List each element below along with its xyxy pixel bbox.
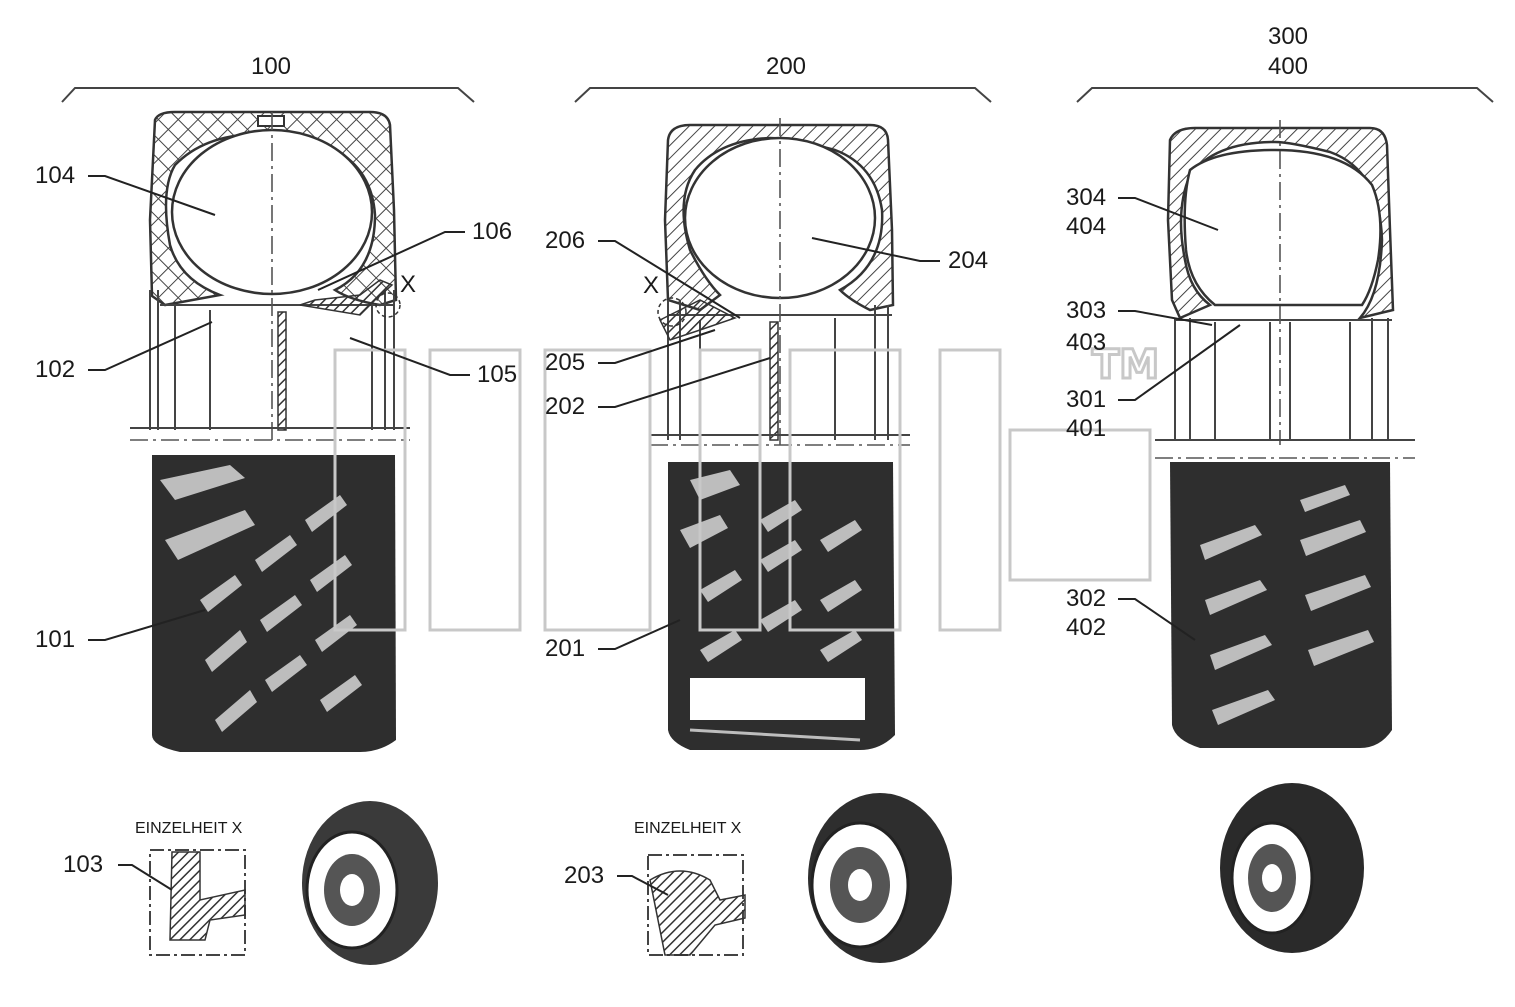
bracket-200: [574, 87, 992, 103]
callout-302: 302: [1066, 585, 1106, 612]
callout-106: 106: [472, 218, 512, 245]
detail-marker-x-100: X: [400, 271, 416, 298]
callout-201: 201: [545, 635, 585, 662]
bracket-300: [1076, 87, 1494, 103]
callout-301: 301: [1066, 386, 1106, 413]
tire-300-section: [1155, 120, 1415, 459]
callout-104: 104: [35, 162, 75, 189]
tire-100-tread: [152, 455, 396, 752]
watermark-tm: TM: [1092, 342, 1159, 388]
callout-403: 403: [1066, 329, 1106, 356]
detail-x-left: [149, 849, 246, 956]
tire-100-section: [130, 110, 410, 441]
wheel-icon-300: [1220, 783, 1364, 953]
bracket-100: [61, 87, 475, 103]
callout-404: 404: [1066, 213, 1106, 240]
callout-402: 402: [1066, 614, 1106, 641]
callout-203: 203: [564, 862, 604, 889]
wheel-icon-100: [302, 801, 438, 965]
detail-title-middle: EINZELHEIT X: [634, 820, 742, 837]
watermark-logo: [333, 348, 1152, 632]
callout-401: 401: [1066, 415, 1106, 442]
callout-202: 202: [545, 393, 585, 420]
callout-204: 204: [948, 247, 988, 274]
group-label-400: 400: [1268, 53, 1308, 80]
detail-marker-x-200: X: [643, 272, 659, 299]
callout-103: 103: [63, 851, 103, 878]
tire-200-label-patch: [690, 678, 865, 720]
callout-304: 304: [1066, 184, 1106, 211]
group-label-200: 200: [766, 53, 806, 80]
callout-205: 205: [545, 349, 585, 376]
tire-200-tread: [668, 462, 895, 750]
group-label-300: 300: [1268, 23, 1308, 50]
callout-102: 102: [35, 356, 75, 383]
callout-303: 303: [1066, 297, 1106, 324]
tire-300-tread: [1170, 462, 1392, 748]
callout-101: 101: [35, 626, 75, 653]
wheel-icon-200: [808, 793, 952, 963]
group-label-100: 100: [251, 53, 291, 80]
tire-200-section: [650, 118, 910, 446]
detail-x-middle: [647, 854, 746, 956]
callout-105: 105: [477, 361, 517, 388]
detail-title-left: EINZELHEIT X: [135, 820, 243, 837]
callout-206: 206: [545, 227, 585, 254]
